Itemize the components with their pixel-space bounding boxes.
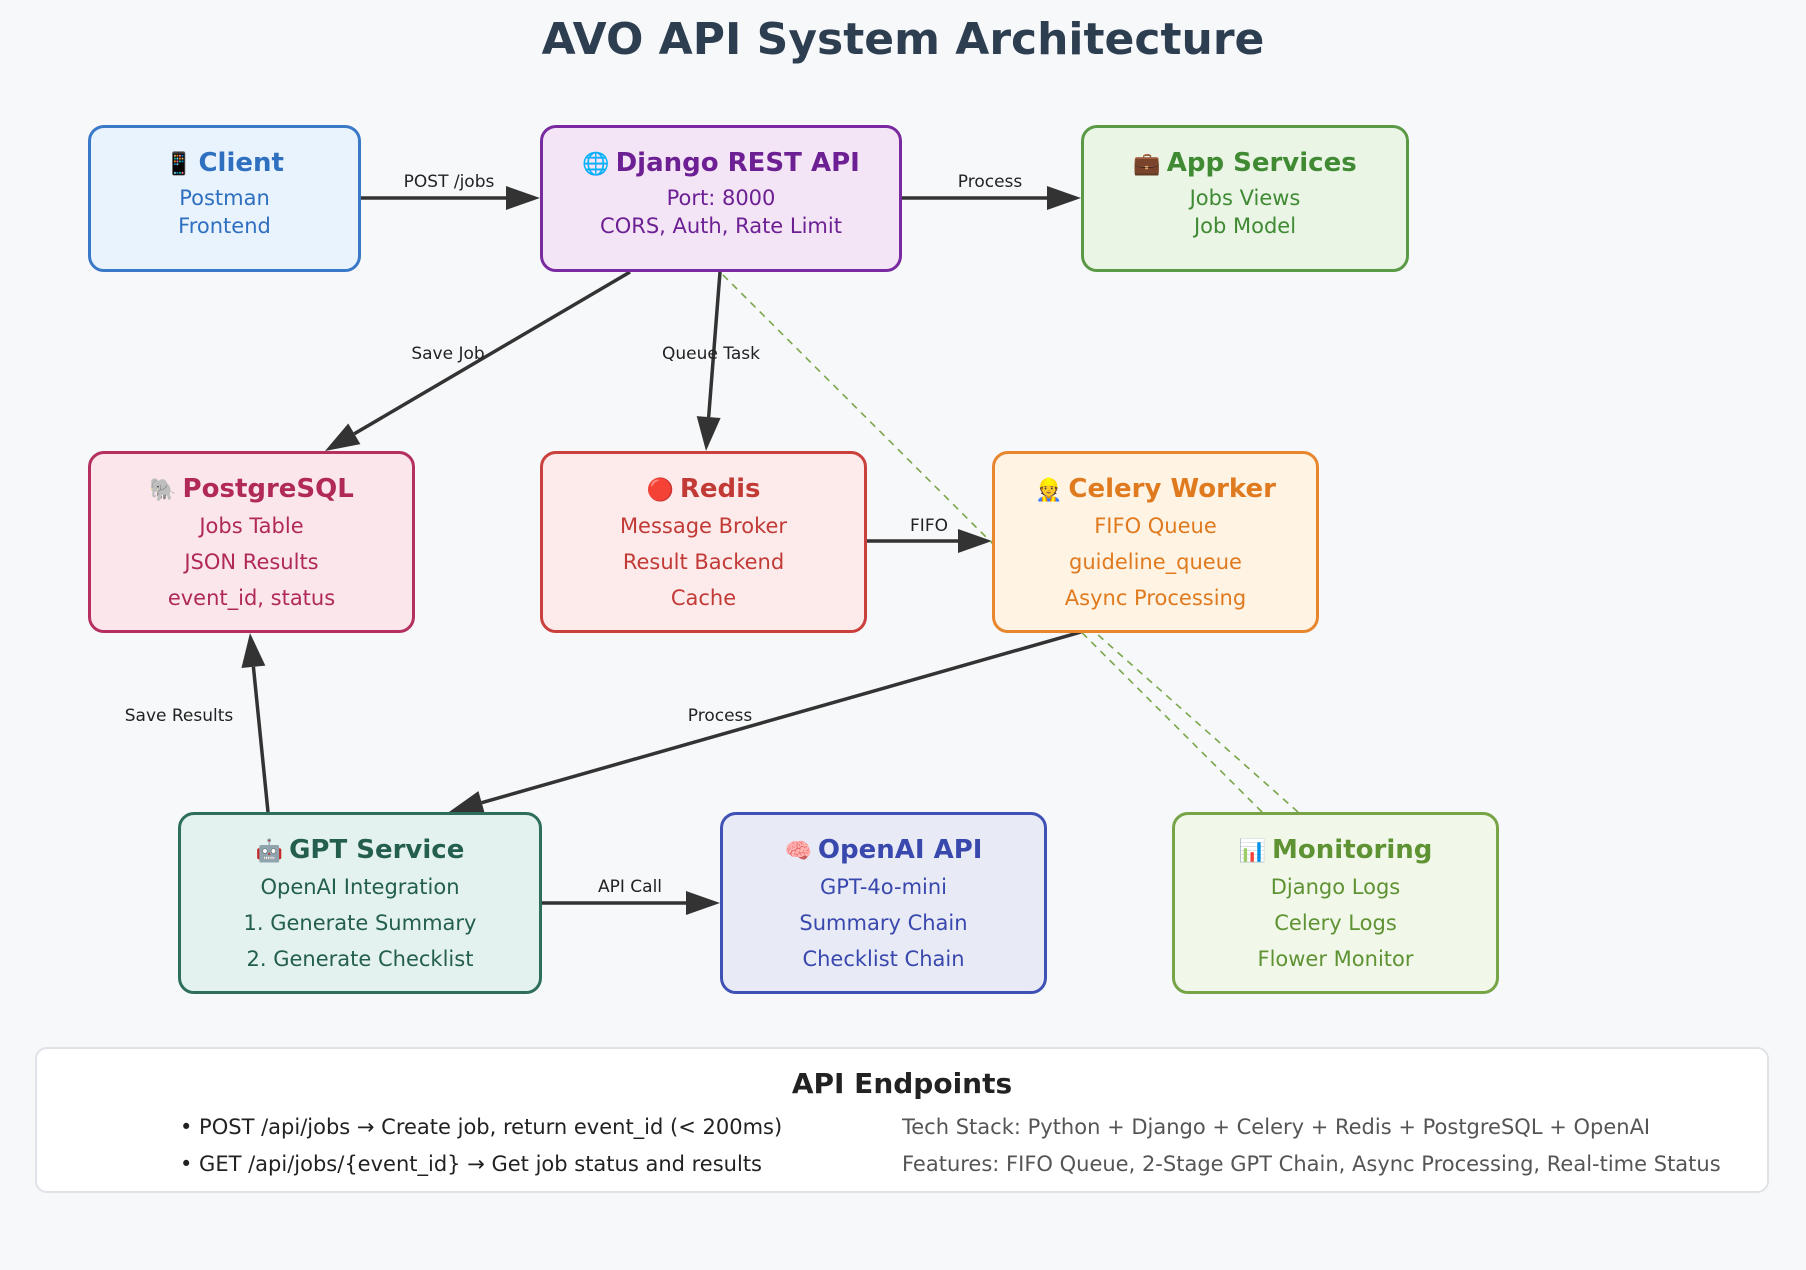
node-title-text: Client bbox=[198, 148, 284, 178]
edge-django-redis bbox=[706, 271, 722, 418]
arrowhead-redis-celery bbox=[958, 529, 992, 553]
tech-info: Tech Stack: Python + Django + Celery + R… bbox=[902, 1109, 1721, 1183]
node-detail: event_id, status bbox=[167, 586, 336, 610]
node-title-text: GPT Service bbox=[289, 835, 465, 865]
edge-label-client-django: POST /jobs bbox=[403, 172, 495, 192]
node-detail: Checklist Chain bbox=[802, 947, 965, 971]
node-detail: GPT-4o-mini bbox=[819, 875, 948, 899]
elephant-icon: 🐘 bbox=[149, 478, 177, 503]
worker-icon: 👷 bbox=[1035, 478, 1063, 503]
node-title: 🌐Django REST API bbox=[543, 146, 899, 182]
edge-label-gpt-openai: API Call bbox=[597, 877, 663, 897]
edge-label-django-redis: Queue Task bbox=[662, 344, 760, 364]
node-title: 💼App Services bbox=[1084, 146, 1406, 182]
node-detail: JSON Results bbox=[184, 550, 319, 574]
arrowhead-django-postgres bbox=[325, 423, 361, 451]
arrowhead-client-django bbox=[506, 186, 540, 210]
api-endpoints-panel: API Endpoints • POST /api/jobs → Create … bbox=[35, 1047, 1769, 1193]
node-detail: Job Model bbox=[1193, 214, 1297, 238]
node-detail: Port: 8000 bbox=[666, 186, 776, 210]
node-title: 🐘PostgreSQL bbox=[91, 472, 412, 508]
node-detail: 1. Generate Summary bbox=[243, 911, 477, 935]
node-title-text: Monitoring bbox=[1272, 835, 1433, 865]
edge-label-celery-gpt: Process bbox=[687, 706, 753, 726]
features-text: Features: FIFO Queue, 2-Stage GPT Chain,… bbox=[902, 1152, 1721, 1176]
node-title-text: Redis bbox=[679, 474, 761, 504]
node-detail: Flower Monitor bbox=[1257, 947, 1414, 971]
endpoint-get: • GET /api/jobs/{event_id} → Get job sta… bbox=[180, 1152, 762, 1176]
edge-label-gpt-postgres: Save Results bbox=[124, 706, 234, 726]
edge-label-django-postgres: Save Job bbox=[411, 344, 485, 364]
briefcase-icon: 💼 bbox=[1133, 152, 1161, 177]
diagram-title: AVO API System Architecture bbox=[541, 14, 1265, 65]
node-title-text: Django REST API bbox=[615, 148, 860, 178]
node-detail: OpenAI Integration bbox=[260, 875, 460, 899]
brain-icon: 🧠 bbox=[784, 839, 812, 864]
tech-stack-text: Tech Stack: Python + Django + Celery + R… bbox=[902, 1115, 1651, 1139]
node-title-text: App Services bbox=[1166, 148, 1357, 178]
bar-chart-icon: 📊 bbox=[1238, 839, 1267, 864]
node-title: 📊Monitoring bbox=[1175, 833, 1496, 869]
node-detail: 2. Generate Checklist bbox=[246, 947, 474, 971]
edge-label-redis-celery: FIFO bbox=[910, 516, 948, 536]
edge-gpt-postgres bbox=[251, 666, 270, 813]
node-detail: Frontend bbox=[178, 214, 271, 238]
edge-label-django-app: Process bbox=[957, 172, 1023, 192]
edge-django-postgres bbox=[353, 270, 631, 436]
edge-celery-gpt bbox=[481, 630, 1082, 805]
edge-monitoring-django bbox=[719, 271, 1263, 813]
node-title-text: OpenAI API bbox=[817, 835, 983, 865]
node-detail: Jobs Views bbox=[1189, 186, 1301, 210]
endpoint-list: • POST /api/jobs → Create job, return ev… bbox=[180, 1109, 782, 1183]
node-title-text: Celery Worker bbox=[1068, 474, 1276, 504]
red-circle-icon: 🔴 bbox=[646, 478, 674, 503]
arrowhead-celery-gpt bbox=[449, 791, 485, 815]
node-detail: Summary Chain bbox=[799, 911, 968, 935]
mobile-phone-icon: 📱 bbox=[165, 152, 193, 177]
node-detail: Celery Logs bbox=[1274, 911, 1397, 935]
node-title: 🤖GPT Service bbox=[181, 833, 539, 869]
node-title: 📱Client bbox=[91, 146, 358, 182]
node-detail: CORS, Auth, Rate Limit bbox=[600, 214, 842, 238]
node-title: 🔴Redis bbox=[543, 472, 864, 508]
api-endpoints-title: API Endpoints bbox=[791, 1067, 1013, 1100]
node-detail: Jobs Table bbox=[199, 514, 304, 538]
node-detail: Async Processing bbox=[1064, 586, 1247, 610]
node-detail: guideline_queue bbox=[1069, 550, 1242, 574]
node-detail: Cache bbox=[670, 586, 737, 610]
arrowhead-django-redis bbox=[696, 416, 721, 451]
robot-icon: 🤖 bbox=[255, 839, 284, 864]
node-detail: Result Backend bbox=[622, 550, 785, 574]
node-detail: Message Broker bbox=[619, 514, 788, 538]
node-detail: FIFO Queue bbox=[1094, 514, 1217, 538]
arrowhead-django-app bbox=[1047, 186, 1081, 210]
node-title: 🧠OpenAI API bbox=[723, 833, 1044, 869]
arrowhead-gpt-openai bbox=[686, 891, 720, 915]
globe-icon: 🌐 bbox=[582, 152, 610, 177]
endpoint-post: • POST /api/jobs → Create job, return ev… bbox=[180, 1115, 783, 1139]
node-title: 👷Celery Worker bbox=[995, 472, 1316, 508]
node-detail: Postman bbox=[179, 186, 270, 210]
node-detail: Django Logs bbox=[1270, 875, 1401, 899]
node-title-text: PostgreSQL bbox=[182, 474, 354, 504]
arrowhead-gpt-postgres bbox=[241, 633, 266, 669]
